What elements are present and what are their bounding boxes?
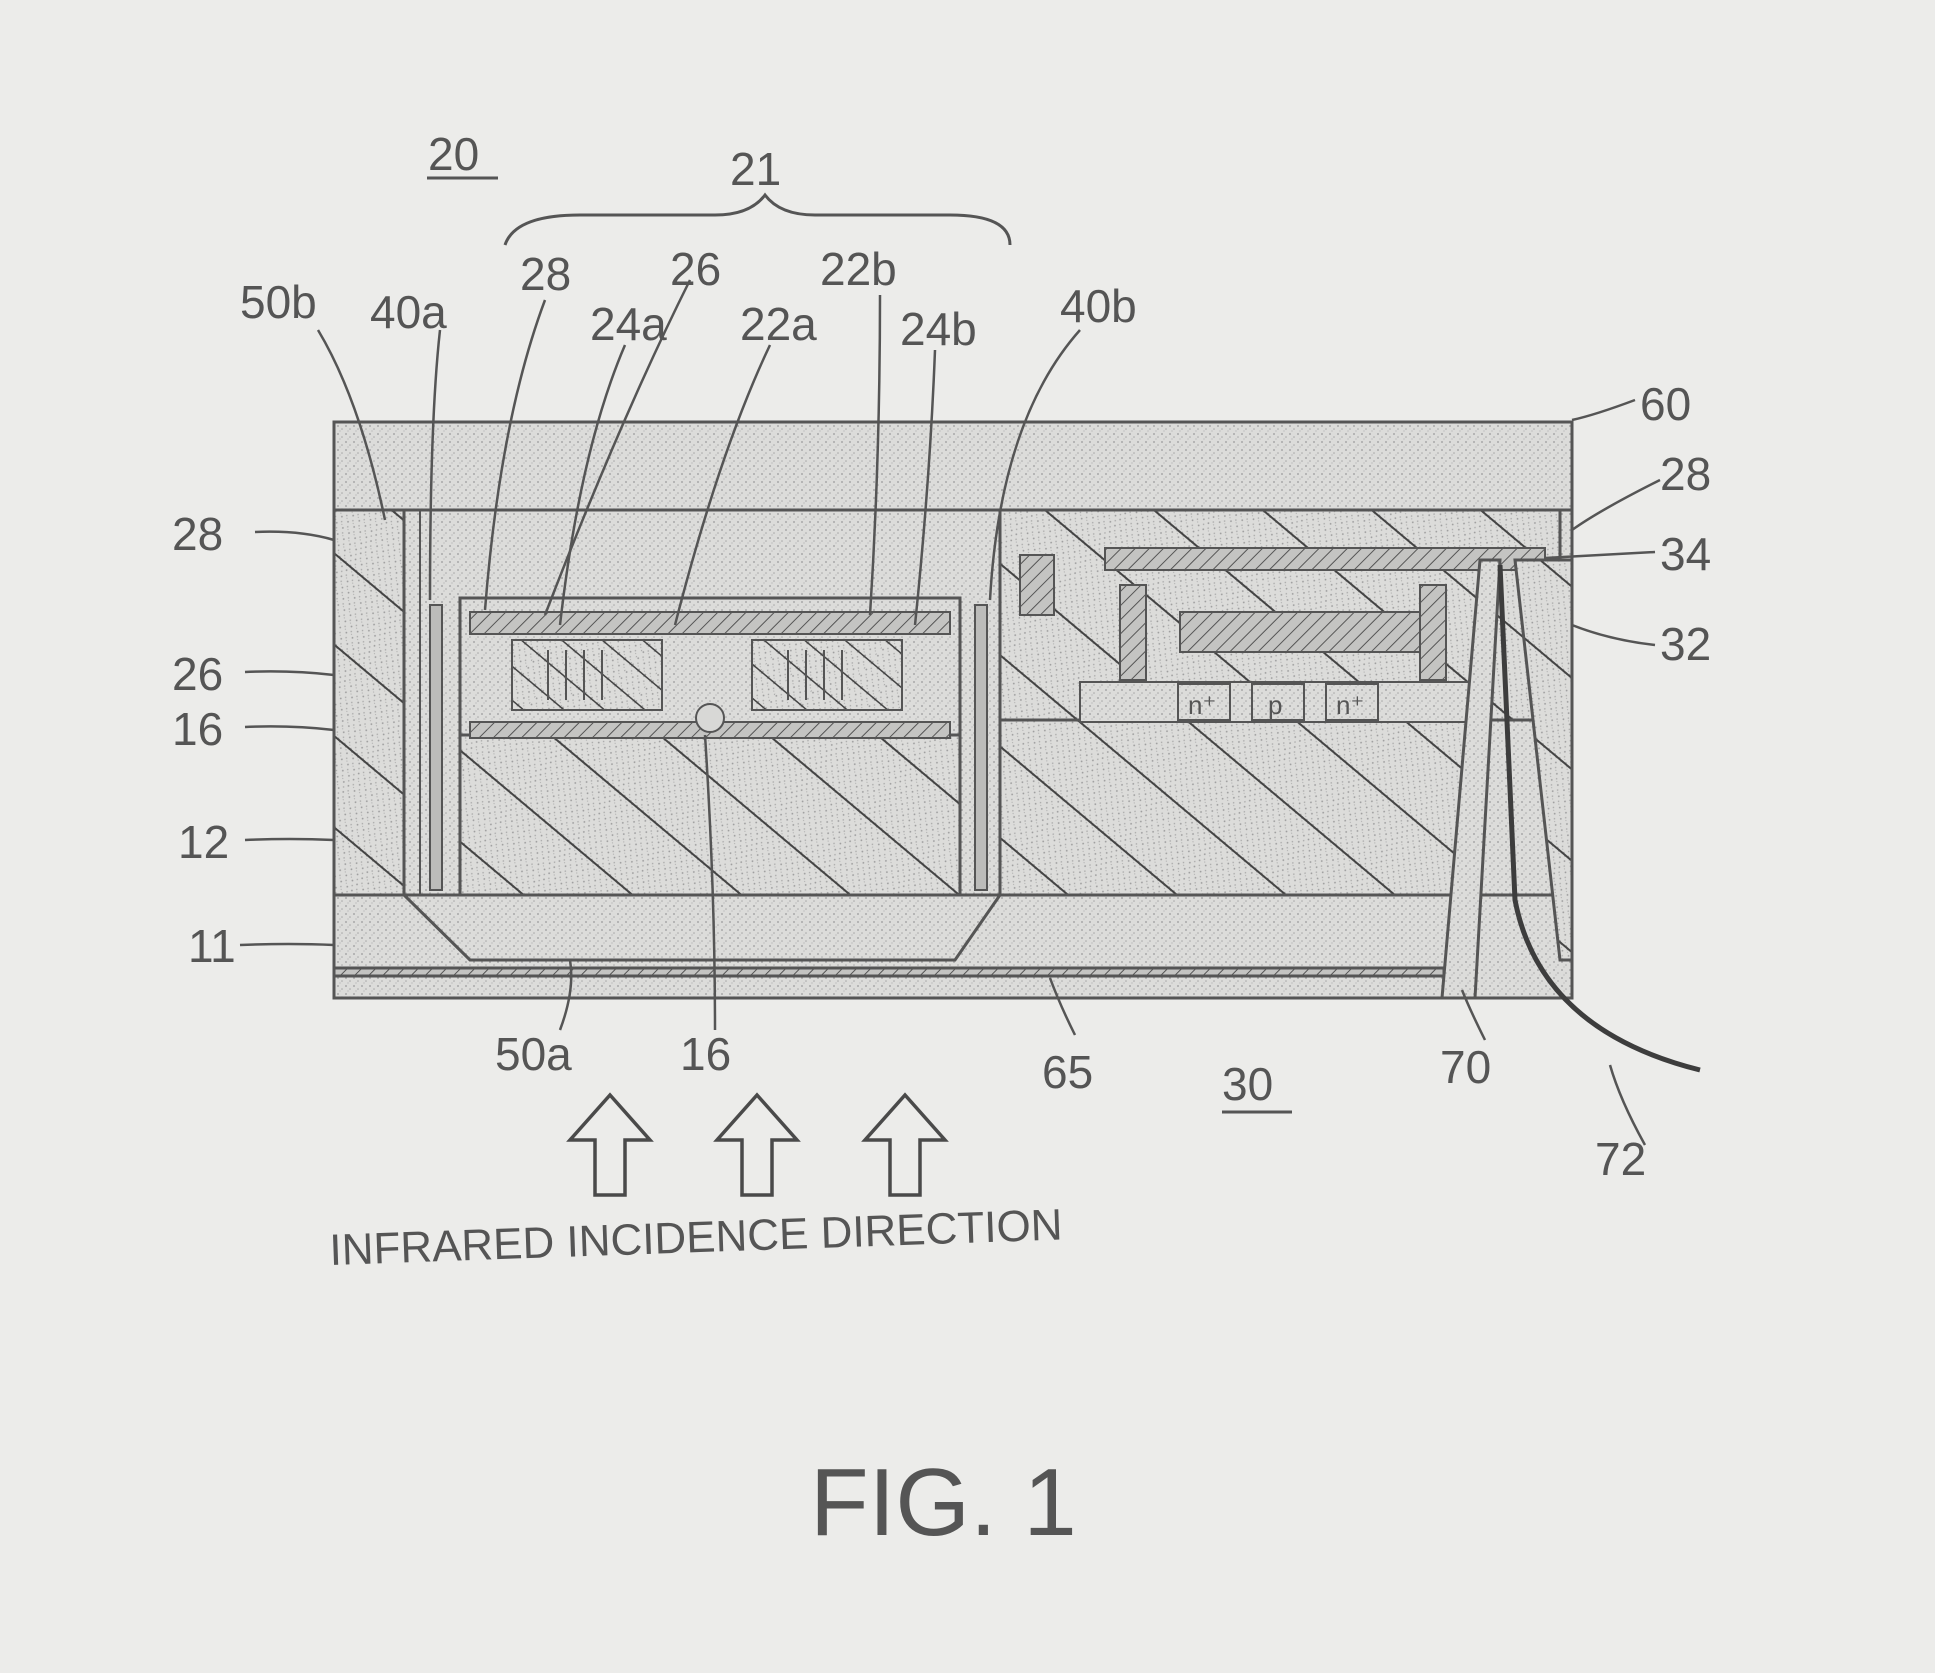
label-22a: 22a	[740, 298, 817, 350]
wiring-32	[1180, 612, 1440, 652]
layer-60	[334, 422, 1572, 510]
label-20: 20	[428, 128, 479, 180]
label-40a: 40a	[370, 286, 447, 338]
pillar-40a	[430, 605, 442, 890]
figure-caption: FIG. 1	[810, 1449, 1077, 1556]
label-p: p	[1268, 690, 1282, 720]
via-right	[1420, 585, 1446, 680]
label-34: 34	[1660, 528, 1711, 580]
substrate-11	[334, 895, 1572, 998]
via-left	[1020, 555, 1054, 615]
label-50b: 50b	[240, 276, 317, 328]
label-21: 21	[730, 143, 781, 195]
label-70: 70	[1440, 1041, 1491, 1093]
pillar-40b	[975, 605, 987, 890]
label-60: 60	[1640, 378, 1691, 430]
label-n-plus-left: n⁺	[1188, 690, 1216, 720]
label-28-right: 28	[1660, 448, 1711, 500]
doping-labels: n⁺ p n⁺	[1188, 690, 1364, 720]
label-16-bottom: 16	[680, 1028, 731, 1080]
circuit-insulator	[1000, 720, 1480, 895]
label-26-left: 26	[172, 648, 223, 700]
label-28-top: 28	[520, 248, 571, 300]
pn-cell-right	[752, 640, 902, 710]
label-26-top: 26	[670, 243, 721, 295]
label-n-plus-right: n⁺	[1336, 690, 1364, 720]
layer-65	[334, 968, 1444, 976]
via-middle	[1120, 585, 1146, 680]
label-65: 65	[1042, 1046, 1093, 1098]
label-40b: 40b	[1060, 280, 1137, 332]
label-72: 72	[1595, 1133, 1646, 1185]
label-24a: 24a	[590, 298, 667, 350]
label-24b: 24b	[900, 303, 977, 355]
label-28-left: 28	[172, 508, 223, 560]
left-insulator	[334, 510, 404, 895]
label-12: 12	[178, 816, 229, 868]
label-11: 11	[188, 920, 236, 972]
pn-cell-left	[512, 640, 662, 710]
electrode-22a	[470, 612, 950, 634]
label-32: 32	[1660, 618, 1711, 670]
contact-16	[696, 704, 724, 732]
label-30: 30	[1222, 1058, 1273, 1110]
label-50a: 50a	[495, 1028, 572, 1080]
label-16-left: 16	[172, 703, 223, 755]
label-22b: 22b	[820, 243, 897, 295]
device-cross-section	[334, 422, 1700, 1070]
